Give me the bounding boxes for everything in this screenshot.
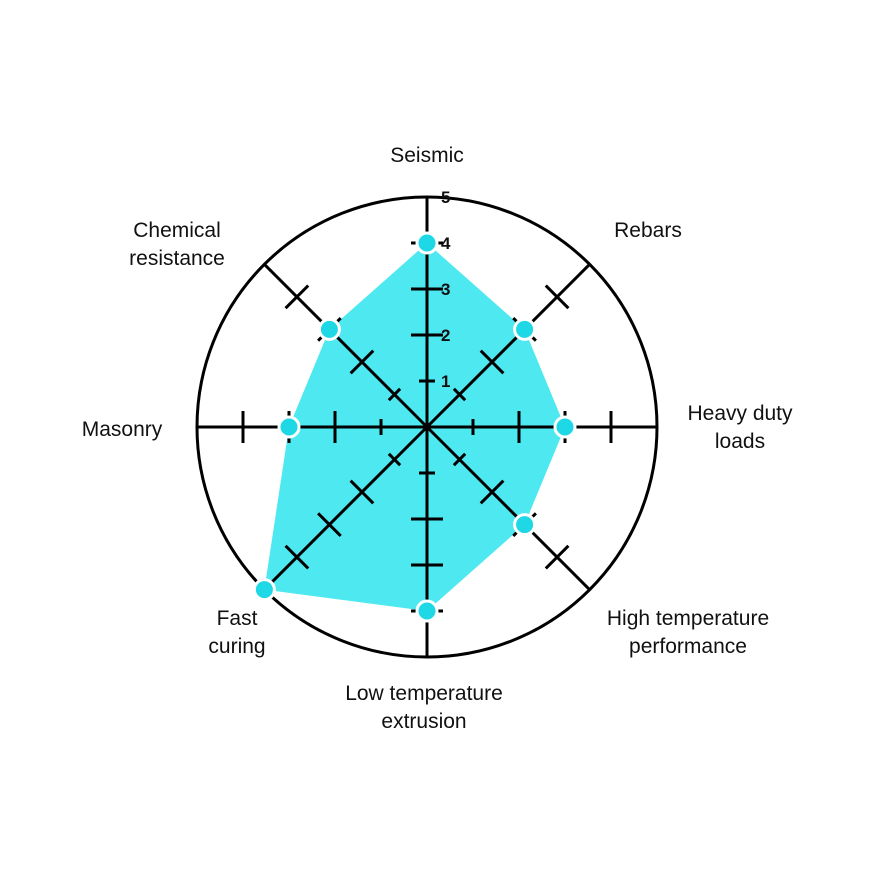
data-point [415, 599, 439, 623]
data-point [252, 578, 276, 602]
data-point [415, 231, 439, 255]
axis-line [263, 263, 429, 429]
axis-tick [387, 452, 402, 467]
data-point [277, 415, 301, 439]
axis-label: Fast [217, 607, 258, 630]
axis-tick [452, 452, 467, 467]
axis-tick [479, 349, 505, 375]
data-point [513, 513, 537, 537]
data-point [317, 317, 341, 341]
axis-label: resistance [129, 247, 225, 270]
axis-label: Heavy duty [687, 402, 793, 425]
axis-label: Seismic [390, 144, 464, 167]
axis-label: Rebars [614, 219, 682, 242]
axis-tick [387, 387, 402, 402]
axis-label: Chemical [133, 219, 221, 242]
axis-tick [544, 284, 570, 310]
axis-tick [349, 349, 375, 375]
axis-label: curing [208, 635, 265, 658]
axis-label: High temperature [607, 607, 769, 630]
axis-tick [317, 512, 342, 537]
axis-tick [544, 544, 570, 570]
axis-tick [284, 284, 310, 310]
axis-line [425, 425, 591, 591]
axis-label: extrusion [381, 710, 466, 733]
tick-label: 2 [441, 326, 450, 345]
tick-label: 5 [441, 188, 450, 207]
axis-line [263, 425, 429, 591]
axis-tick [452, 387, 467, 402]
tick-label: 3 [441, 280, 450, 299]
axis-line [425, 263, 591, 429]
axis-tick [479, 479, 505, 505]
axis-label: Masonry [82, 418, 163, 441]
data-point [553, 415, 577, 439]
axis-tick [349, 479, 375, 505]
tick-label: 4 [441, 234, 451, 253]
axis-label: loads [715, 430, 765, 453]
axis-tick [284, 544, 310, 570]
axis-label: Low temperature [345, 682, 503, 705]
data-point [513, 317, 537, 341]
tick-label: 1 [441, 372, 450, 391]
axis-label: performance [629, 635, 747, 658]
